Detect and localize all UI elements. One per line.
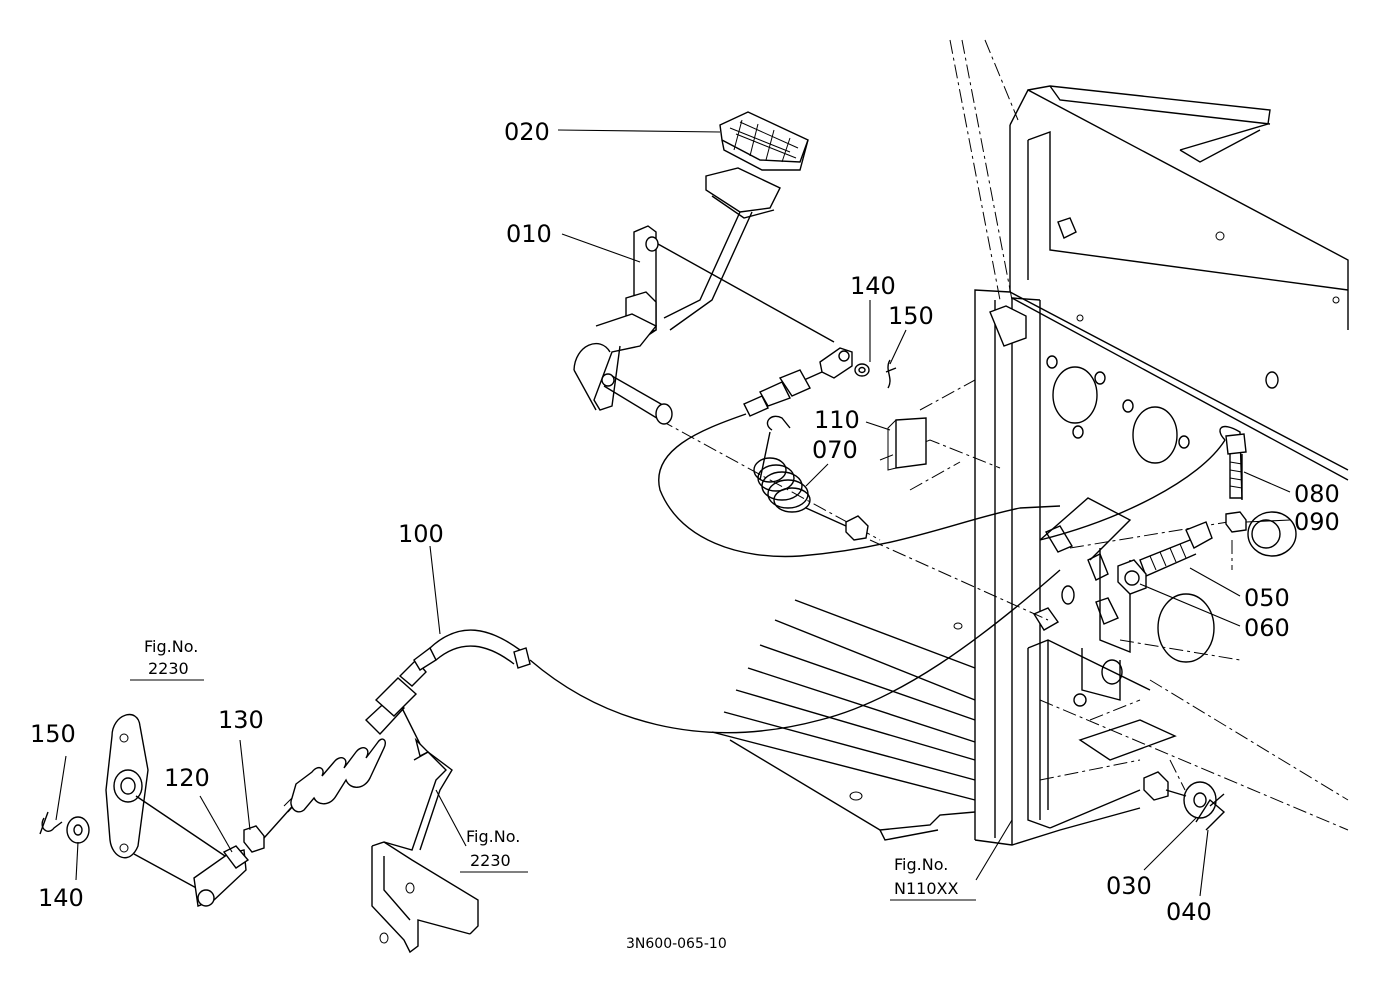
label-130: 130 [218,706,264,734]
label-010: 010 [506,220,552,248]
figure-ref-frame[interactable]: Fig.No. N110XX [890,855,976,901]
label-040: 040 [1166,898,1212,926]
label-140-top: 140 [850,272,896,300]
label-150-left: 150 [30,720,76,748]
clevis-and-cable-end [743,347,897,417]
leader-lines [55,129,1291,897]
label-080: 080 [1294,480,1340,508]
figure-ref-bracket[interactable]: Fig.No. 2230 [460,827,528,873]
label-070: 070 [812,436,858,464]
bolt-080-nut-090 [1157,433,1297,663]
bracket-lower [371,751,479,954]
ref-frame-number: N110XX [894,879,958,898]
ref-left-caption: Fig.No. [144,637,198,656]
label-030: 030 [1106,872,1152,900]
cable-100 [263,569,1061,839]
part-labels: 020 010 140 150 110 070 080 090 050 060 … [30,118,1340,926]
pedal-pad-020 [719,111,809,171]
label-110: 110 [814,406,860,434]
ref-left-number: 2230 [148,659,189,678]
plate-left [105,713,229,891]
label-060: 060 [1244,614,1290,642]
ref-bracket-caption: Fig.No. [466,827,520,846]
label-140-left: 140 [38,884,84,912]
bolt-050-nut-060 [1117,521,1213,595]
diagram-code: 3N600-065-10 [626,936,727,952]
pad-110 [887,417,927,471]
ref-frame-caption: Fig.No. [894,855,948,874]
pin-150-washer-140-left [39,811,90,844]
spring-070 [753,415,869,541]
label-100: 100 [398,520,444,548]
ref-bracket-number: 2230 [470,851,511,870]
pedal-arm-010 [573,167,835,425]
lever-120 [193,845,250,907]
nut-130 [243,825,265,853]
pedal-cable-run [658,413,1243,558]
frame-panel [974,85,1349,846]
phantom-lines [659,39,1349,831]
label-020: 020 [504,118,550,146]
floor-plate [711,599,976,841]
label-150-top: 150 [888,302,934,330]
label-120: 120 [164,764,210,792]
label-050: 050 [1244,584,1290,612]
figure-ref-left[interactable]: Fig.No. 2230 [130,637,204,681]
label-090: 090 [1294,508,1340,536]
washer-030-pin-040 [1143,771,1226,831]
